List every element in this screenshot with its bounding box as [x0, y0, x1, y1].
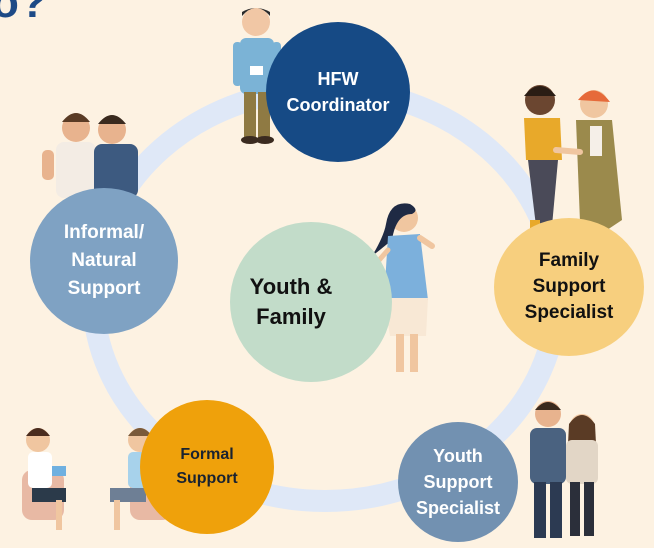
informal-support-bubble: Informal/ Natural Support — [30, 188, 178, 334]
youth-family-label: Youth & Family — [249, 274, 333, 329]
youth-support-specialist-label: Youth Support Specialist — [415, 446, 501, 518]
young-couple-icon — [530, 401, 598, 538]
youth-family-bubble: Youth & Family — [230, 222, 392, 382]
formal-support-bubble: Formal Support — [140, 400, 274, 534]
informal-support-label: Informal/ Natural Support — [63, 222, 145, 299]
hfw-coordinator-bubble: HFW Coordinator — [266, 22, 410, 162]
title-fragment: o? — [0, 0, 48, 27]
formal-support-label: Formal Support — [176, 446, 238, 487]
family-support-specialist-bubble: Family Support Specialist — [494, 218, 644, 356]
two-friends-icon — [42, 113, 138, 198]
family-support-specialist-label: Family Support Specialist — [524, 250, 614, 323]
two-women-handshake-icon — [524, 85, 622, 240]
hfw-coordinator-label: HFW Coordinator — [286, 69, 390, 115]
youth-support-specialist-bubble: Youth Support Specialist — [398, 422, 518, 542]
